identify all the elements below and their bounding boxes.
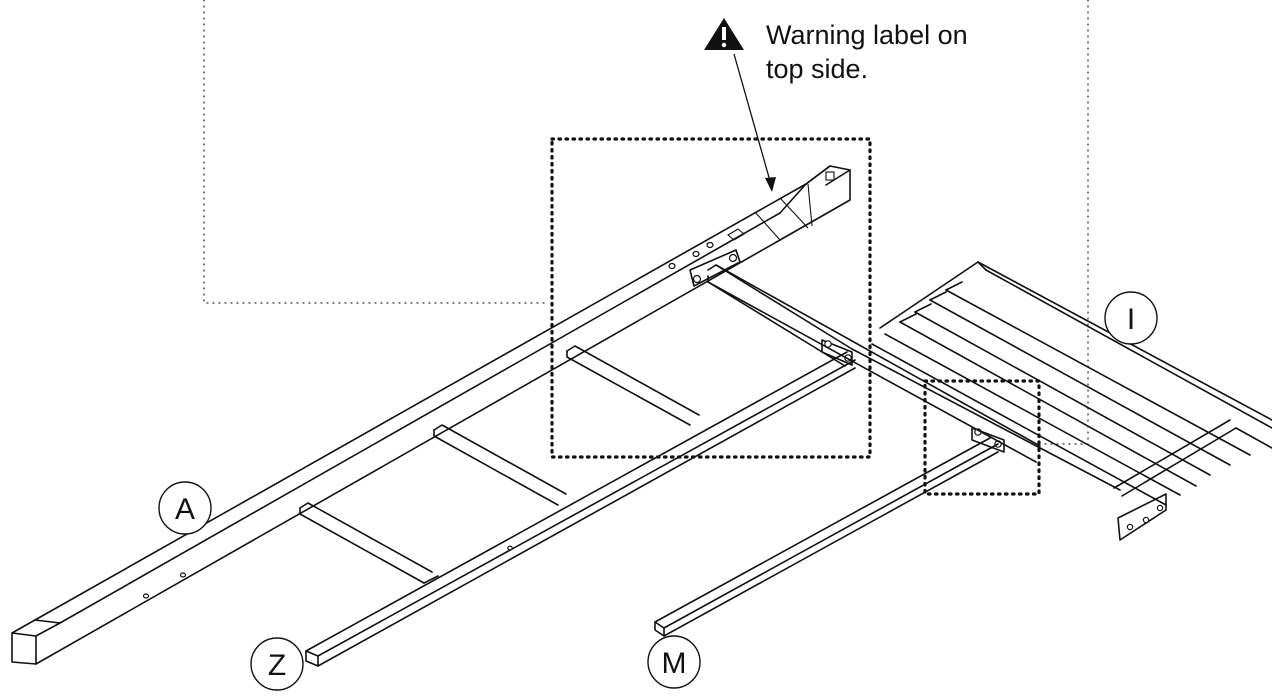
side-rail-m (654, 437, 999, 637)
callout-z-label: Z (268, 649, 286, 682)
callout-i: I (1104, 291, 1158, 345)
callout-a: A (158, 481, 212, 535)
side-rail-a (11, 165, 851, 665)
callout-z: Z (250, 637, 304, 691)
callout-m: M (647, 635, 701, 689)
warning-note-line-1: Warning label on (766, 20, 968, 50)
detail-region-outline (203, 0, 549, 304)
callout-m-label: M (662, 647, 687, 680)
side-rail-z (305, 351, 856, 667)
warning-note: Warning label on top side. (704, 18, 968, 192)
callout-a-label: A (175, 493, 195, 526)
mounting-brackets (689, 249, 1005, 453)
cross-beam (707, 264, 1121, 491)
warning-leader-line (733, 53, 773, 189)
detail-region-outline-right (1039, 0, 1089, 445)
detail-box-upper (550, 137, 872, 459)
detail-box-lower (923, 379, 1041, 496)
callout-i-label: I (1127, 303, 1135, 336)
warning-note-line-2: top side. (766, 54, 868, 84)
frame-i (871, 261, 1272, 541)
leader-arrowhead (765, 177, 776, 192)
